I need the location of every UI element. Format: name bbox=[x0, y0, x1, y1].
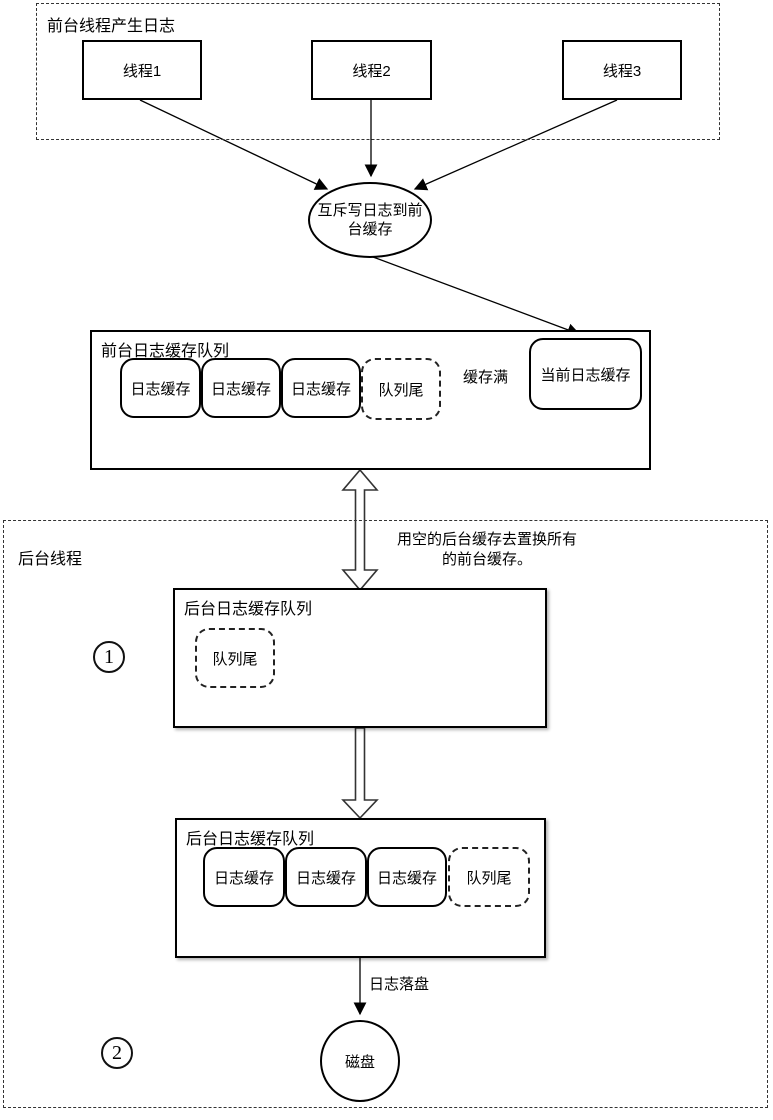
backend-queue-empty-tail-label: 队列尾 bbox=[212, 650, 258, 668]
frontend-buffer-2: 日志缓存 bbox=[201, 358, 281, 418]
backend-buffer-2-label: 日志缓存 bbox=[295, 869, 356, 887]
arrow-mutex-to-current-buffer bbox=[372, 256, 581, 336]
frontend-buffer-1: 日志缓存 bbox=[120, 358, 201, 418]
arrow-thread3-to-mutex bbox=[413, 99, 618, 191]
frontend-queue-title: 前台日志缓存队列 bbox=[101, 343, 230, 360]
thread1-box: 线程1 bbox=[82, 40, 202, 100]
backend-thread-group: 后台线程 bbox=[3, 520, 768, 1108]
backend-buffer-1-label: 日志缓存 bbox=[213, 869, 274, 887]
disk-label: 磁盘 bbox=[344, 1053, 375, 1071]
step-1-badge: 1 bbox=[93, 641, 125, 673]
backend-queue-empty-tail: 队列尾 bbox=[195, 628, 275, 688]
thread3-box: 线程3 bbox=[562, 40, 682, 100]
step-1-number: 1 bbox=[104, 645, 114, 668]
backend-group-label: 后台线程 bbox=[18, 551, 83, 568]
mutex-write-ellipse: 互斥写日志到前台缓存 bbox=[308, 182, 432, 258]
current-log-buffer-label: 当前日志缓存 bbox=[540, 366, 631, 384]
thread2-label: 线程2 bbox=[352, 62, 391, 80]
step-2-number: 2 bbox=[112, 1041, 122, 1064]
backend-queue-full-tail-label: 队列尾 bbox=[466, 869, 512, 887]
cache-full-label: 缓存满 bbox=[463, 369, 509, 386]
backend-queue-empty-title: 后台日志缓存队列 bbox=[184, 601, 313, 618]
backend-buffer-2: 日志缓存 bbox=[285, 847, 367, 907]
disk-circle: 磁盘 bbox=[320, 1020, 400, 1102]
mutex-write-label: 互斥写日志到前台缓存 bbox=[317, 202, 423, 238]
current-log-buffer: 当前日志缓存 bbox=[529, 338, 642, 410]
backend-queue-full-tail: 队列尾 bbox=[448, 847, 530, 907]
backend-buffer-3-label: 日志缓存 bbox=[376, 869, 437, 887]
step-2-badge: 2 bbox=[101, 1037, 133, 1069]
arrow-thread1-to-mutex bbox=[139, 99, 329, 190]
thread2-box: 线程2 bbox=[311, 40, 432, 100]
backend-queue-full-title: 后台日志缓存队列 bbox=[186, 831, 315, 848]
frontend-threads-group: 前台线程产生日志 bbox=[36, 3, 720, 140]
frontend-buffer-3-label: 日志缓存 bbox=[290, 380, 351, 398]
thread3-label: 线程3 bbox=[602, 62, 642, 80]
backend-buffer-1: 日志缓存 bbox=[203, 847, 285, 907]
backend-buffer-3: 日志缓存 bbox=[367, 847, 447, 907]
flush-label: 日志落盘 bbox=[369, 976, 430, 993]
frontend-group-label: 前台线程产生日志 bbox=[47, 18, 176, 35]
frontend-queue-tail-label: 队列尾 bbox=[378, 381, 424, 399]
frontend-buffer-1-label: 日志缓存 bbox=[130, 380, 191, 398]
block-arrow-queue-fill bbox=[341, 727, 379, 820]
frontend-buffer-3: 日志缓存 bbox=[281, 358, 361, 418]
swap-note: 用空的后台缓存去置换所有的前台缓存。 bbox=[396, 531, 577, 568]
frontend-buffer-2-label: 日志缓存 bbox=[210, 380, 271, 398]
frontend-queue-tail: 队列尾 bbox=[361, 358, 441, 420]
thread1-label: 线程1 bbox=[122, 62, 162, 80]
